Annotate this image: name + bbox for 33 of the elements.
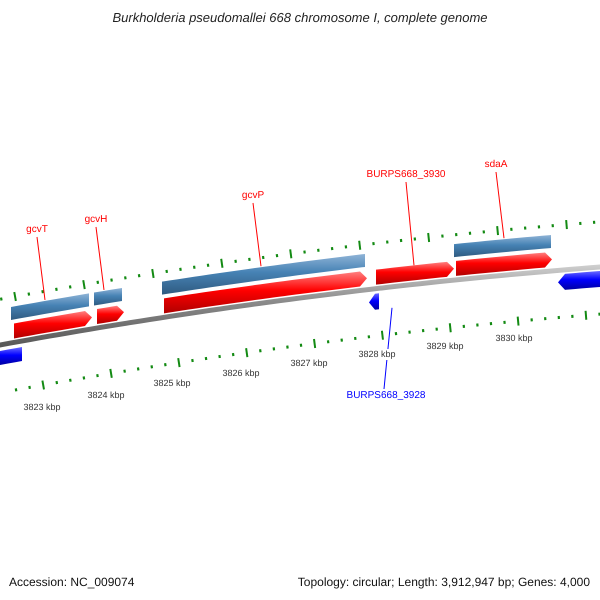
feature-bar [0,347,22,365]
gene-label: gcvT [26,224,48,236]
accession-label: Accession: NC_009074 [9,575,134,589]
gene-label: gcvH [84,214,108,226]
scale-label: 3825 kbp [153,378,191,389]
scale-label: 3829 kbp [426,341,464,352]
genome-summary: Topology: circular; Length: 3,912,947 bp; Genes: 4,000 [298,575,590,589]
leader-line [36,236,46,300]
gene-feature [558,271,600,290]
feature-bar [454,234,551,258]
scale-label: 3827 kbp [290,358,328,369]
gene-label: BURPS668_3928 [346,390,426,402]
gene-label: gcvP [242,190,264,202]
leader-line [96,226,104,290]
gene-label: sdaA [484,159,508,171]
leader-line [496,172,504,239]
title: Burkholderia pseudomallei 668 chromosome I, complete genome [112,10,488,25]
gene-feature [164,271,367,314]
feature-bar [162,253,365,295]
gene-feature [97,305,124,325]
gene-feature [376,261,454,285]
feature-bar [94,287,122,306]
gene-label: BURPS668_3930 [366,169,446,181]
feature-bar [11,293,89,320]
gene-feature [456,252,552,276]
gene-feature [14,311,92,339]
gene-feature [369,293,379,310]
leader-line [406,182,414,266]
scale-label: 3826 kbp [222,368,260,379]
scale-label: 3830 kbp [495,333,533,344]
scale-label: 3828 kbp [358,349,396,360]
scale-label: 3824 kbp [87,390,125,401]
scale-label: 3823 kbp [23,402,61,413]
